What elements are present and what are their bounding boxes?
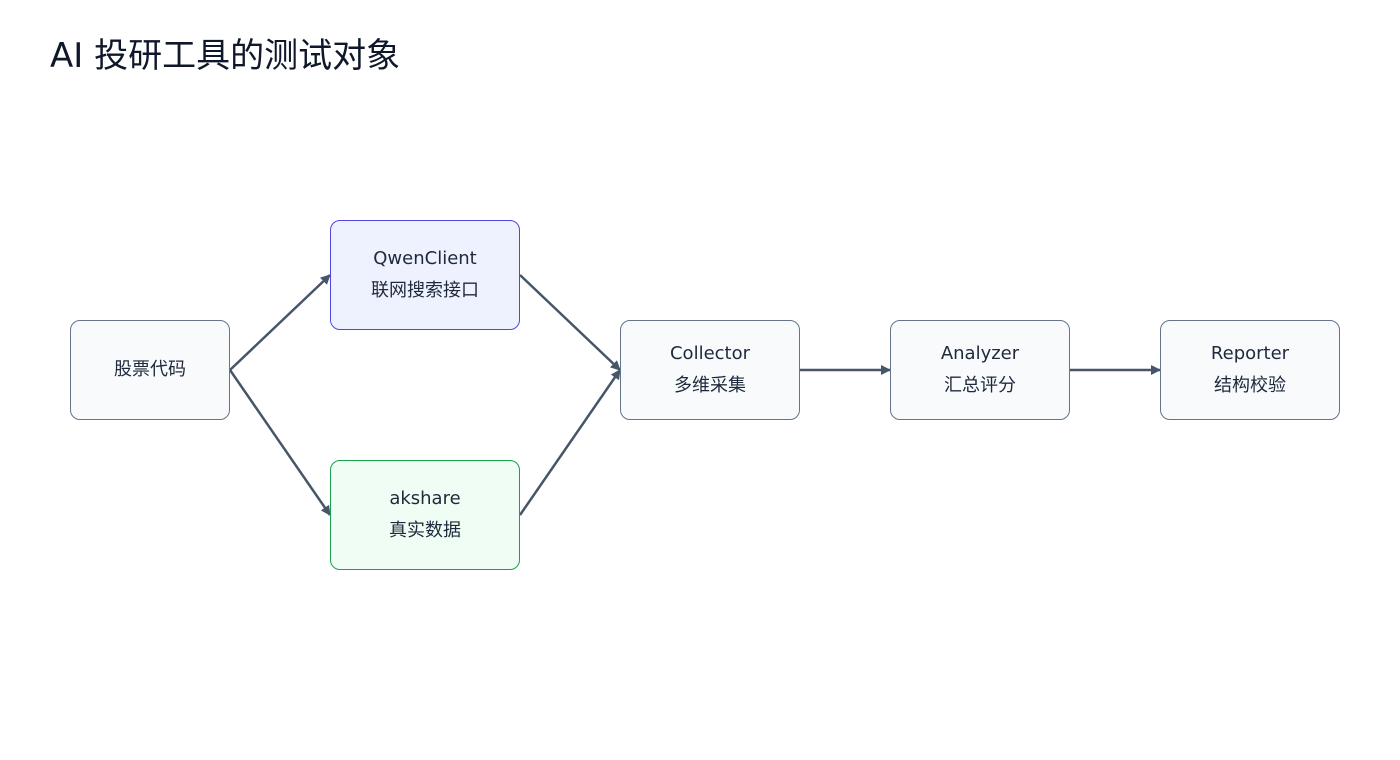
edge-stock-code-to-akshare	[228, 369, 332, 516]
node-analyzer: Analyzer 汇总评分	[890, 320, 1070, 420]
node-qwen-client-desc: 联网搜索接口	[371, 280, 479, 301]
node-reporter-desc: 结构校验	[1214, 375, 1286, 396]
node-analyzer-name: Analyzer	[940, 343, 1020, 364]
node-qwen-client: QwenClient 联网搜索接口	[330, 220, 520, 330]
edge-stock-code-to-qwen	[229, 274, 331, 371]
node-qwen-client-name: QwenClient	[373, 248, 477, 269]
node-analyzer-desc: 汇总评分	[944, 375, 1016, 396]
node-collector: Collector 多维采集	[620, 320, 800, 420]
node-akshare-name: akshare	[389, 488, 461, 509]
node-akshare: akshare 真实数据	[330, 460, 520, 570]
page-title: AI 投研工具的测试对象	[50, 36, 401, 76]
node-stock-code-label: 股票代码	[114, 359, 186, 380]
node-akshare-desc: 真实数据	[389, 520, 461, 541]
node-reporter-name: Reporter	[1210, 343, 1290, 364]
edge-akshare-to-collector	[518, 369, 622, 516]
node-collector-name: Collector	[669, 343, 751, 364]
node-reporter: Reporter 结构校验	[1160, 320, 1340, 420]
edge-qwen-to-collector	[519, 274, 621, 371]
node-collector-desc: 多维采集	[674, 375, 746, 396]
node-stock-code: 股票代码	[70, 320, 230, 420]
